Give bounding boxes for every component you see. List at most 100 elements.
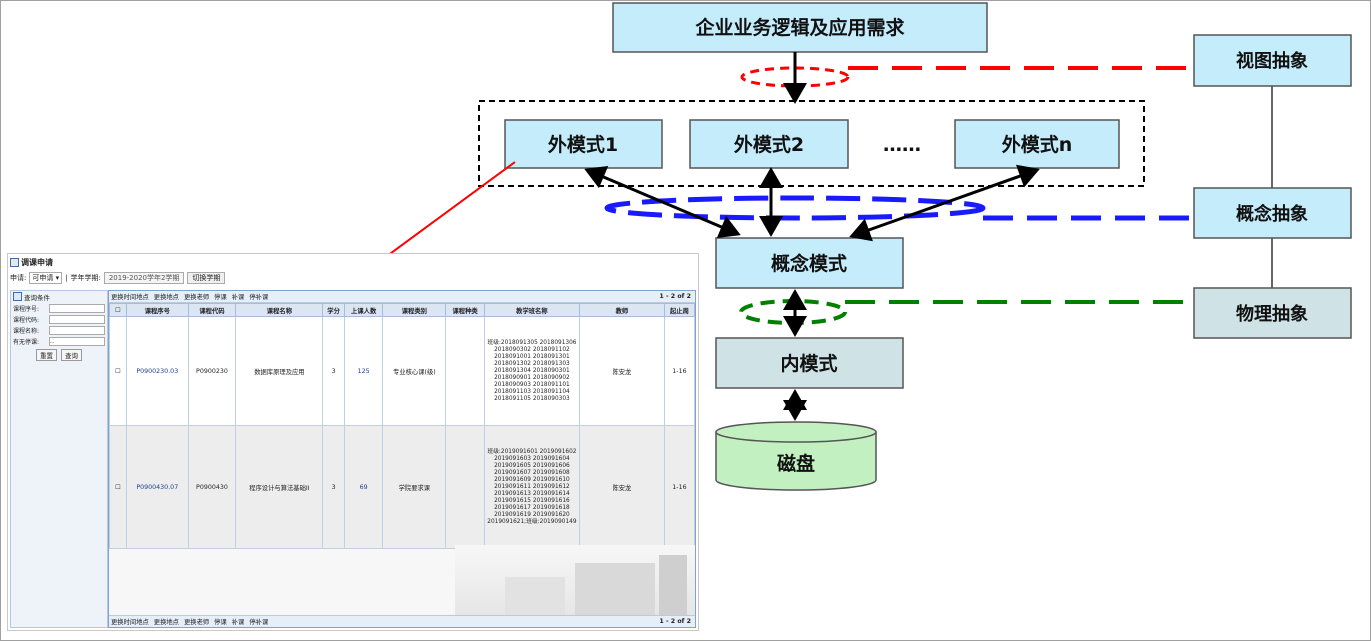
select-all-header[interactable]: ☐ [109, 303, 127, 317]
grid-toolbar-bottom: 更换时间地点 更换地点 更换老师 停课 补课 停补课 1 - 2 of 2 [109, 615, 695, 627]
table-header-row: ☐ 课程序号 课程代码 课程名称 学分 上课人数 课程类别 课程种类 教学班名称… [109, 303, 696, 317]
ext1-concept-arrow [584, 165, 741, 239]
toolbar-suspend-makeup[interactable]: 停补课 [249, 294, 269, 301]
cell-weeks: 1-16 [663, 425, 696, 549]
toolbar-change-place[interactable]: 更换地点 [153, 619, 179, 626]
query-label-course-no: 课程序号: [13, 306, 40, 313]
toolbar-change-time-place[interactable]: 更换时间地点 [111, 619, 149, 626]
col-credit[interactable]: 学分 [322, 303, 345, 317]
col-course-code[interactable]: 课程代码 [187, 303, 237, 317]
query-label-course-code: 课程代码: [13, 317, 40, 324]
query-row-course-no: 课程序号: [13, 304, 105, 313]
toolbar-makeup[interactable]: 补课 [231, 619, 245, 626]
cell-students[interactable]: 69 [343, 425, 384, 549]
cell-kind [445, 316, 485, 426]
query-panel: 查询条件 课程序号: 课程代码: 课程名称: 有无停课: 重置 查询 [10, 290, 108, 628]
col-teacher[interactable]: 教师 [578, 303, 665, 317]
cell-kind [445, 425, 485, 549]
external-schema-n-label: 外模式n [1002, 133, 1073, 156]
divider: | [65, 274, 68, 282]
internal-schema-box: 内模式 [715, 337, 904, 389]
suspend-select[interactable] [49, 337, 105, 346]
col-students[interactable]: 上课人数 [343, 303, 384, 317]
cell-course-no[interactable]: P0900430.07 [126, 425, 189, 549]
app-title-bar: 调课申请 [10, 257, 53, 267]
conceptual-schema-box: 概念模式 [715, 237, 904, 289]
course-table: ☐ 课程序号 课程代码 课程名称 学分 上课人数 课程类别 课程种类 教学班名称… [109, 303, 696, 549]
physical-abstraction-label: 物理抽象 [1236, 303, 1308, 325]
cell-category: 学院要求课 [382, 425, 447, 549]
row-checkbox[interactable]: ☐ [109, 316, 127, 426]
cell-course-no[interactable]: P0900230.03 [126, 316, 189, 426]
background-building-image [455, 545, 695, 615]
view-abstraction-box: 视图抽象 [1193, 34, 1352, 87]
internal-schema-label: 内模式 [780, 352, 837, 375]
cell-students[interactable]: 125 [343, 316, 384, 426]
cell-course-name: 程序设计与算法基础II [235, 425, 324, 549]
toolbar-suspend[interactable]: 停课 [214, 294, 227, 301]
example-pointer-arrow [366, 161, 516, 272]
cell-teacher: 陈安龙 [578, 316, 665, 426]
switch-term-button[interactable]: 切换学期 [187, 272, 226, 284]
toolbar-makeup[interactable]: 补课 [231, 294, 245, 301]
external-schema-1-box: 外模式1 [504, 119, 663, 169]
view-abstraction-label: 视图抽象 [1236, 50, 1308, 72]
query-header-label: 查询条件 [24, 293, 50, 302]
query-label-suspend: 有无停课: [13, 339, 40, 346]
disk-cylinder: 磁盘 [715, 421, 877, 491]
cell-credit: 3 [322, 425, 345, 549]
external-schema-1-label: 外模式1 [548, 133, 618, 156]
query-row-course-code: 课程代码: [13, 315, 105, 324]
col-kind[interactable]: 课程种类 [445, 303, 485, 317]
apply-label: 申请: [10, 274, 27, 282]
cell-teacher: 陈安龙 [578, 425, 665, 549]
query-label-course-name: 课程名称: [13, 328, 40, 335]
cell-classes: 班级:2018091305 2018091306 2018090302 2018… [483, 316, 580, 426]
term-field[interactable]: 2019-2020学年2学期 [103, 272, 185, 284]
concept-abstraction-box: 概念抽象 [1193, 187, 1352, 239]
apply-select[interactable]: 可申请 ▾ [29, 272, 63, 284]
table-row[interactable]: ☐ P0900230.03 P0900230 数据库原理及应用 3 125 专业… [109, 316, 696, 426]
col-course-no[interactable]: 课程序号 [126, 303, 189, 317]
query-button[interactable]: 查询 [61, 349, 82, 361]
row-checkbox[interactable]: ☐ [109, 425, 127, 549]
app-title: 调课申请 [21, 257, 53, 267]
ellipsis-label: …… [883, 134, 921, 156]
cell-course-code: P0900230 [187, 316, 237, 426]
course-adjustment-screenshot: 调课申请 申请: 可申请 ▾ | 学年学期: 2019-2020学年2学期 切换… [7, 253, 699, 631]
window-icon [10, 257, 19, 267]
course-grid: 更换时间地点 更换地点 更换老师 停课 补课 停补课 1 - 2 of 2 ☐ … [108, 290, 696, 628]
cell-weeks: 1-16 [663, 316, 696, 426]
col-category[interactable]: 课程类别 [382, 303, 447, 317]
cell-course-name: 数据库原理及应用 [235, 316, 324, 426]
external-schema-2-label: 外模式2 [734, 133, 804, 156]
external-schema-2-box: 外模式2 [689, 119, 849, 169]
toolbar-change-teacher[interactable]: 更换老师 [183, 294, 210, 301]
course-no-input[interactable] [49, 304, 105, 313]
query-buttons: 重置 查询 [11, 349, 107, 361]
query-row-suspend: 有无停课: [13, 337, 105, 346]
cell-classes: 班级:2019091601 2019091602 2019091603 2019… [483, 425, 580, 549]
toolbar-change-time-place[interactable]: 更换时间地点 [111, 294, 149, 301]
toolbar-suspend-makeup[interactable]: 停补课 [249, 619, 269, 626]
external-schema-n-box: 外模式n [954, 119, 1120, 169]
course-code-input[interactable] [49, 315, 105, 324]
app-top-bar: 申请: 可申请 ▾ | 学年学期: 2019-2020学年2学期 切换学期 [10, 271, 226, 285]
apply-select-value: 可申请 [32, 274, 54, 282]
table-row[interactable]: ☐ P0900430.07 P0900430 程序设计与算法基础II 3 69 … [109, 425, 696, 549]
external-schema-group [478, 100, 1145, 187]
toolbar-change-teacher[interactable]: 更换老师 [183, 619, 210, 626]
course-name-input[interactable] [49, 326, 105, 335]
reset-button[interactable]: 重置 [36, 349, 57, 361]
col-weeks[interactable]: 起止周 [663, 303, 696, 317]
toolbar-suspend[interactable]: 停课 [214, 619, 227, 626]
enterprise-requirements-label: 企业业务逻辑及应用需求 [694, 16, 905, 39]
conceptual-schema-label: 概念模式 [771, 252, 847, 275]
toolbar-change-place[interactable]: 更换地点 [153, 294, 179, 301]
extn-concept-arrow [849, 164, 1040, 242]
col-classes[interactable]: 教学班名称 [483, 303, 580, 317]
cell-credit: 3 [322, 316, 345, 426]
cell-category: 专业核心课(级) [382, 316, 447, 426]
col-course-name[interactable]: 课程名称 [235, 303, 324, 317]
physical-mapping-ellipse [739, 299, 847, 325]
